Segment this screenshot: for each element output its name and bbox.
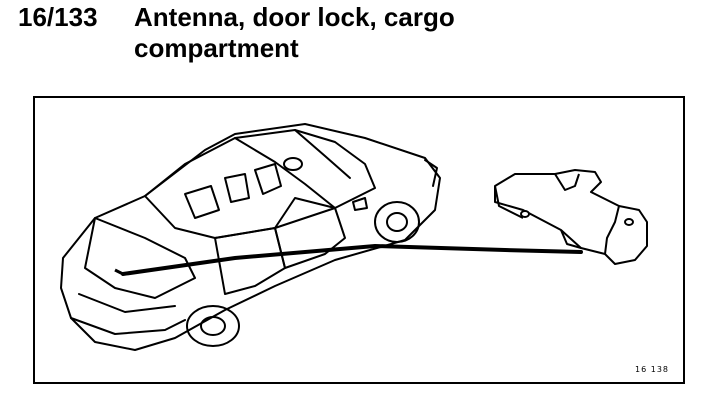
car-antenna-illustration xyxy=(60,123,648,351)
reference-number: 16/133 xyxy=(18,2,98,32)
car-body-outline xyxy=(60,123,441,351)
rear-wheel xyxy=(186,305,240,347)
page-title: Antenna, door lock, cargo compartment xyxy=(134,2,455,63)
illustration-frame: 16 138 xyxy=(33,96,685,384)
front-door xyxy=(274,197,346,269)
steering-wheel xyxy=(283,157,303,171)
trunk-lid xyxy=(84,217,196,299)
rear-bumper xyxy=(70,317,186,335)
page-header: 16/133 Antenna, door lock, cargo compart… xyxy=(18,2,554,64)
figure-code: 16 138 xyxy=(635,365,669,374)
car-roof xyxy=(144,129,376,239)
windshield-frame xyxy=(234,137,336,209)
rear-door xyxy=(214,227,286,295)
antenna-cable xyxy=(121,243,583,276)
front-wheel xyxy=(374,201,420,243)
seat-front xyxy=(254,163,282,195)
antenna-module xyxy=(494,169,648,265)
seat-rear xyxy=(184,185,220,219)
